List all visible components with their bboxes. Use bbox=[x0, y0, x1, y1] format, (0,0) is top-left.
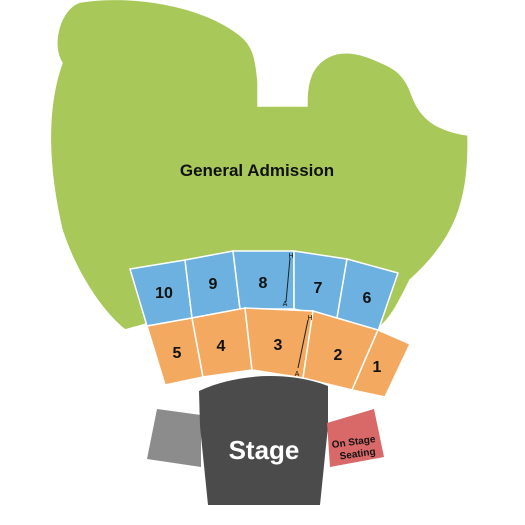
general-admission-label: General Admission bbox=[180, 161, 334, 180]
lower-section-group bbox=[146, 307, 412, 398]
general-admission-area[interactable] bbox=[49, 0, 469, 331]
section-9-label: 9 bbox=[209, 276, 218, 293]
section-4-label: 4 bbox=[217, 338, 226, 355]
section-3-label: 3 bbox=[274, 337, 283, 354]
stage-label: Stage bbox=[229, 435, 300, 465]
section-10-label: 10 bbox=[155, 285, 173, 302]
upper-aisle-row-top: H bbox=[288, 253, 293, 260]
on-stage-seating[interactable] bbox=[327, 409, 384, 467]
stage[interactable] bbox=[199, 376, 328, 505]
upper-aisle-line bbox=[285, 257, 291, 303]
upper-aisle-row-bottom: A bbox=[283, 301, 288, 308]
section-7-label: 7 bbox=[314, 280, 323, 297]
section-6-label: 6 bbox=[363, 290, 372, 307]
section-1[interactable] bbox=[350, 329, 412, 398]
section-1-label: 1 bbox=[373, 359, 382, 376]
lower-aisle-line bbox=[297, 319, 309, 369]
section-2-label: 2 bbox=[334, 347, 343, 364]
upper-section-group bbox=[129, 250, 399, 332]
lower-aisle-row-top: H bbox=[307, 315, 312, 322]
section-8-label: 8 bbox=[259, 275, 268, 292]
on-stage-seating-label-line2: Seating bbox=[339, 447, 376, 463]
stage-side-left bbox=[147, 409, 201, 467]
section-5-label: 5 bbox=[173, 345, 182, 362]
lower-aisle-row-bottom: A bbox=[295, 371, 300, 378]
